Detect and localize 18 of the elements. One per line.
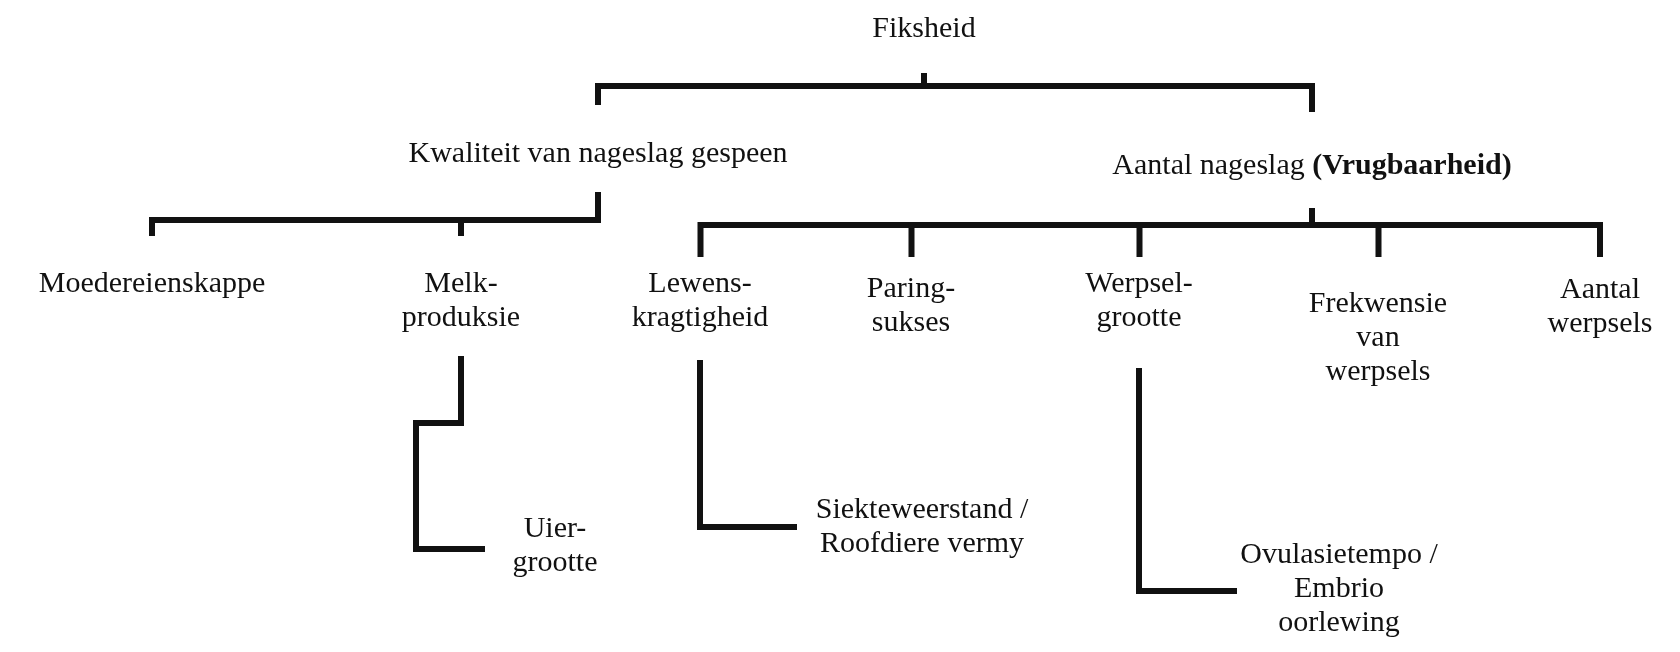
node-label: Fiksheid bbox=[871, 10, 977, 44]
node-label: Moedereienskappe bbox=[37, 265, 267, 299]
connector-line bbox=[1136, 368, 1237, 594]
node-label: Aantal werpsels bbox=[1546, 271, 1654, 339]
node-label: Lewens- kragtigheid bbox=[630, 265, 770, 333]
node-label: Ovulasietempo / Embrio oorlewing bbox=[1239, 536, 1439, 638]
node-label: Aantal nageslag (Vrugbaarheid) bbox=[1111, 147, 1513, 181]
connector-line bbox=[458, 192, 601, 236]
connector-line bbox=[413, 356, 485, 552]
node-label: Paring- sukses bbox=[865, 270, 957, 338]
connector-line bbox=[697, 360, 797, 530]
node-label: Werpsel- grootte bbox=[1084, 265, 1194, 333]
node-label: Uier- grootte bbox=[511, 510, 599, 578]
node-label: Siekteweerstand / Roofdiere vermy bbox=[814, 491, 1030, 559]
node-label: Kwaliteit van nageslag gespeen bbox=[407, 135, 789, 169]
node-label: Melk- produksie bbox=[400, 265, 522, 333]
node-label: Frekwensie van werpsels bbox=[1307, 285, 1449, 387]
connector-line bbox=[921, 73, 1315, 112]
